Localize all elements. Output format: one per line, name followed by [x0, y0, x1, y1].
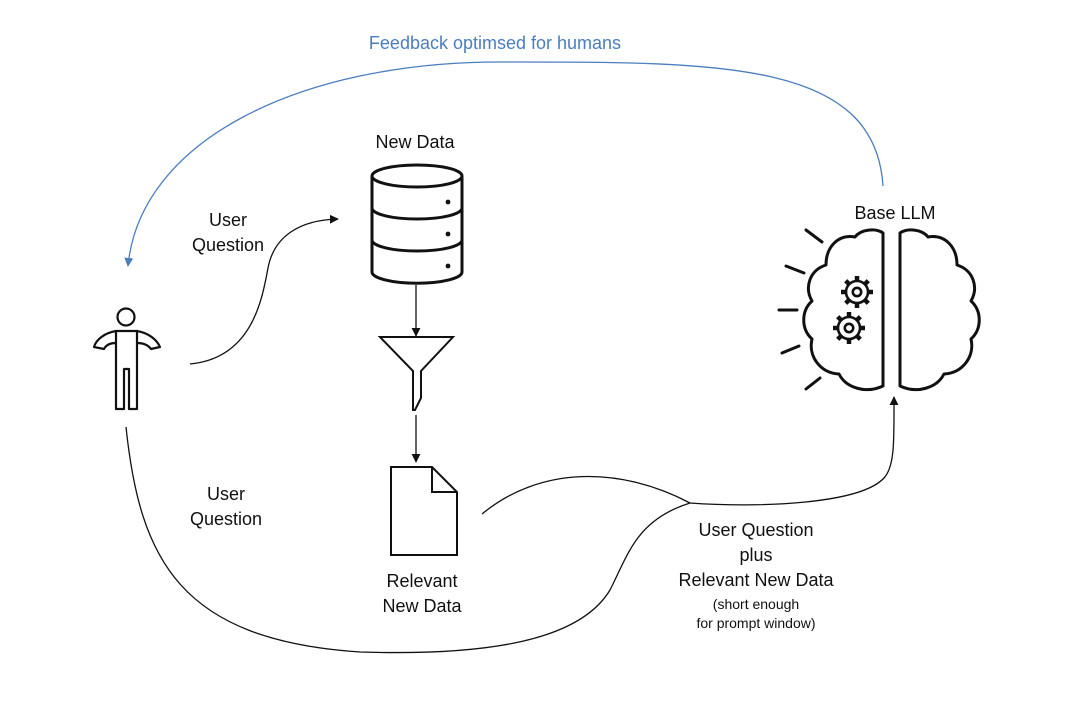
user-to-data-arrow — [189, 214, 339, 365]
prompt-window-note: (short enough for prompt window) — [640, 595, 872, 633]
document-to-merge-path — [481, 475, 691, 515]
relevant-new-data-line2: New Data — [382, 596, 462, 616]
note-line1: (short enough — [712, 596, 800, 612]
new-data-text: New Data — [375, 132, 455, 152]
relevant-new-data-label: Relevant New Data — [362, 569, 482, 619]
feedback-text: Feedback optimsed for humans — [368, 33, 622, 53]
database-icon — [370, 163, 464, 285]
combined-line3: Relevant New Data — [678, 570, 834, 590]
combined-input-label: User Question plus Relevant New Data — [640, 518, 872, 593]
user-question-top-line2: Question — [191, 235, 265, 255]
user-to-llm-path — [125, 426, 691, 654]
user-question-label-bottom: User Question — [166, 482, 286, 532]
note-line2: for prompt window) — [696, 615, 816, 631]
merge-to-llm-arrow — [689, 396, 899, 506]
brain-gears-icon — [777, 228, 981, 391]
user-question-top-line1: User — [208, 210, 247, 230]
new-data-label: New Data — [355, 130, 475, 155]
user-question-bottom-line1: User — [206, 484, 245, 504]
feedback-arrow — [124, 61, 884, 267]
feedback-label: Feedback optimsed for humans — [340, 31, 650, 56]
funnel-icon — [377, 336, 456, 411]
user-question-bottom-line2: Question — [189, 509, 263, 529]
base-llm-text: Base LLM — [854, 203, 936, 223]
document-icon — [390, 466, 458, 556]
relevant-new-data-line1: Relevant — [386, 571, 458, 591]
combined-line1: User Question — [698, 520, 814, 540]
base-llm-label: Base LLM — [835, 201, 955, 226]
user-question-label-top: User Question — [168, 208, 288, 258]
person-icon — [92, 307, 162, 411]
combined-line2: plus — [739, 545, 773, 565]
